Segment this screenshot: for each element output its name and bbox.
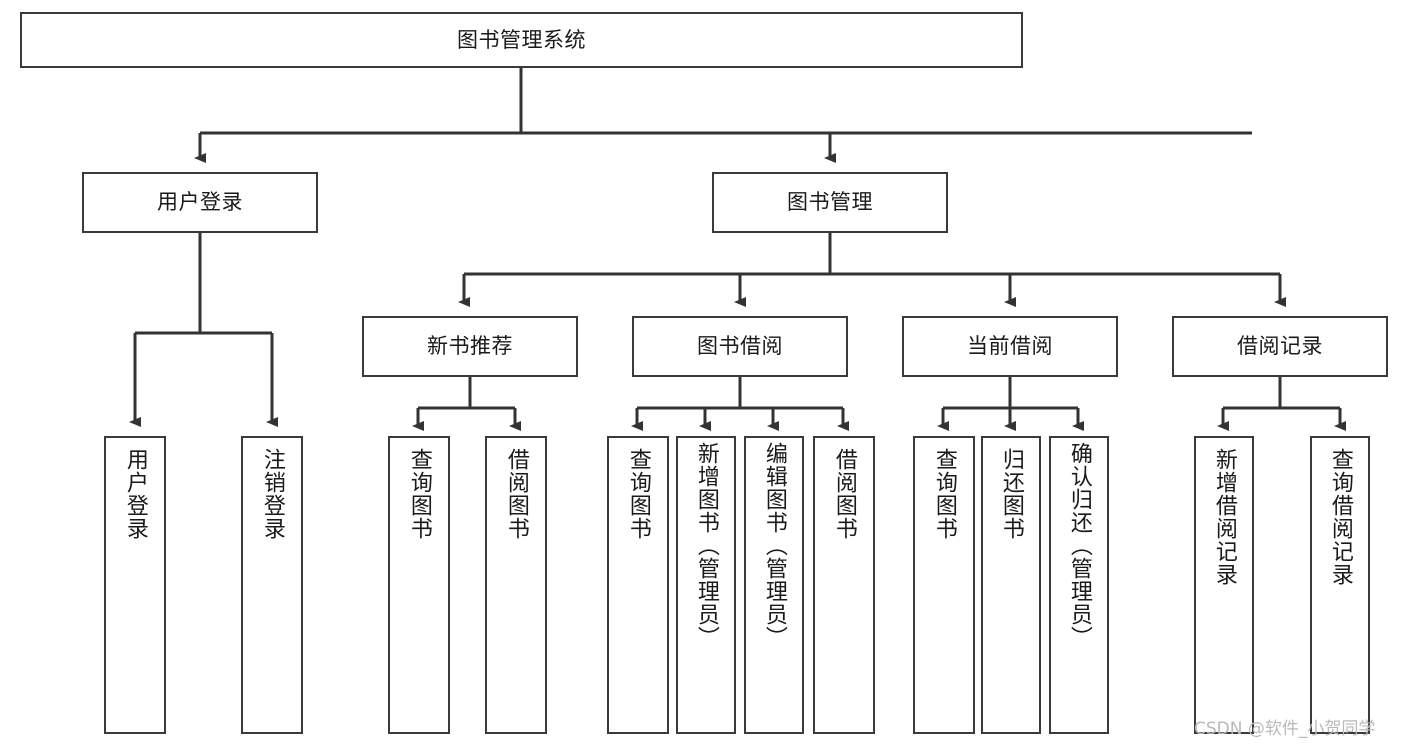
node-leaf-confirm-return[interactable]: 确认归还（管理员）	[1049, 436, 1109, 734]
node-leaf-edit-book[interactable]: 编辑图书（管理员）	[744, 436, 804, 734]
node-root-system[interactable]: 图书管理系统	[20, 12, 1023, 68]
node-leaf-add-book[interactable]: 新增图书（管理员）	[676, 436, 736, 734]
node-leaf-add-record-label: 新增借阅记录	[1211, 448, 1237, 586]
node-leaf-return-book-label: 归还图书	[998, 448, 1024, 540]
node-leaf-query-book-3-label: 查询图书	[931, 448, 957, 540]
node-leaf-query-book-3[interactable]: 查询图书	[913, 436, 975, 734]
node-leaf-borrow-book-1[interactable]: 借阅图书	[485, 436, 547, 734]
node-leaf-query-book-2-label: 查询图书	[625, 448, 651, 540]
node-leaf-add-book-label: 新增图书（管理员）	[693, 442, 719, 649]
node-book-borrow-label: 图书借阅	[697, 334, 783, 359]
node-leaf-query-book-1-label: 查询图书	[406, 448, 432, 540]
node-leaf-query-record[interactable]: 查询借阅记录	[1310, 436, 1370, 734]
node-current-borrow-label: 当前借阅	[967, 334, 1053, 359]
node-borrow-record[interactable]: 借阅记录	[1172, 316, 1388, 377]
node-leaf-add-record[interactable]: 新增借阅记录	[1194, 436, 1254, 734]
node-leaf-logout[interactable]: 注销登录	[241, 436, 303, 734]
node-leaf-confirm-return-label: 确认归还（管理员）	[1066, 442, 1092, 649]
node-new-book-recommend-label: 新书推荐	[427, 334, 513, 359]
node-leaf-logout-label: 注销登录	[259, 448, 285, 540]
node-borrow-record-label: 借阅记录	[1237, 334, 1323, 359]
node-leaf-user-login-label: 用户登录	[122, 448, 148, 540]
node-book-management[interactable]: 图书管理	[712, 172, 948, 233]
node-leaf-borrow-book-2[interactable]: 借阅图书	[813, 436, 875, 734]
node-user-login[interactable]: 用户登录	[82, 172, 318, 233]
node-root-system-label: 图书管理系统	[457, 27, 586, 52]
node-leaf-borrow-book-2-label: 借阅图书	[831, 448, 857, 540]
node-leaf-query-book-1[interactable]: 查询图书	[388, 436, 450, 734]
node-current-borrow[interactable]: 当前借阅	[902, 316, 1118, 377]
node-leaf-user-login[interactable]: 用户登录	[104, 436, 166, 734]
node-user-login-label: 用户登录	[157, 190, 243, 215]
node-book-borrow[interactable]: 图书借阅	[632, 316, 848, 377]
watermark: CSDN @软件_小贺同学	[1194, 719, 1376, 739]
node-new-book-recommend[interactable]: 新书推荐	[362, 316, 578, 377]
node-leaf-return-book[interactable]: 归还图书	[981, 436, 1041, 734]
node-leaf-borrow-book-1-label: 借阅图书	[503, 448, 529, 540]
node-leaf-edit-book-label: 编辑图书（管理员）	[761, 442, 787, 649]
node-book-management-label: 图书管理	[787, 190, 873, 215]
node-leaf-query-record-label: 查询借阅记录	[1327, 448, 1353, 586]
node-leaf-query-book-2[interactable]: 查询图书	[607, 436, 669, 734]
